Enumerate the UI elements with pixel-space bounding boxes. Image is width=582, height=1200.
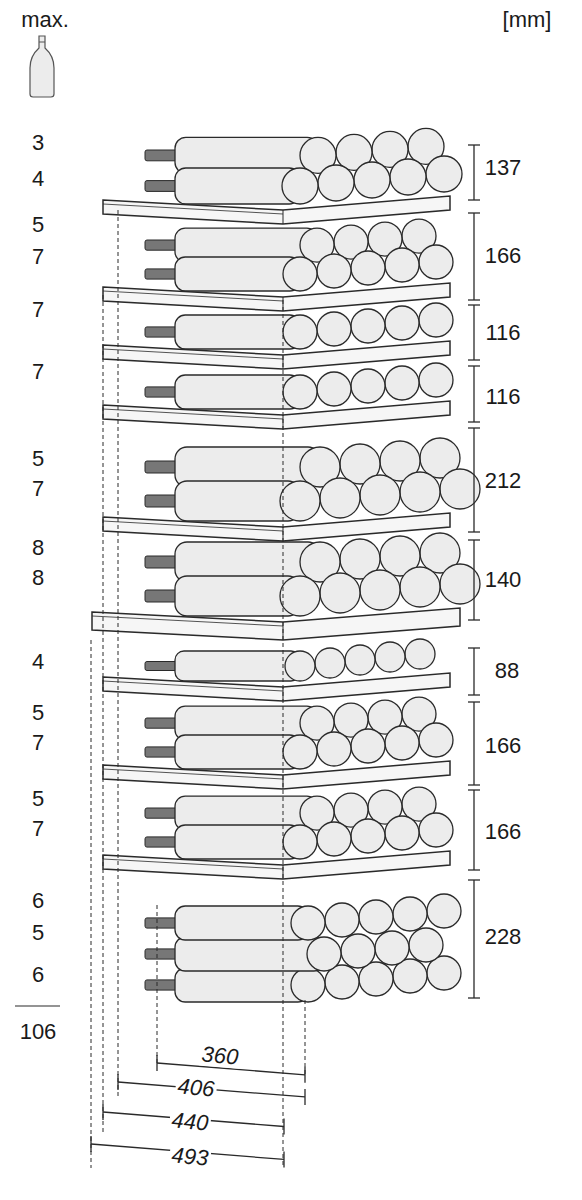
sum-rule <box>15 1005 60 1006</box>
height-brackets <box>468 145 480 998</box>
height-dimension: 166 <box>483 245 524 267</box>
unit: [mm] <box>501 9 554 31</box>
bottle-total: 106 <box>18 1021 59 1043</box>
bottle-count: 7 <box>30 361 46 383</box>
bottle-count: 8 <box>30 537 46 559</box>
height-dimension: 212 <box>483 470 524 492</box>
bottle-count: 5 <box>30 788 46 810</box>
heading: max. <box>19 9 71 31</box>
height-dimension: 116 <box>483 322 522 344</box>
bottle-count: 7 <box>30 818 46 840</box>
width-dimension: 440 <box>169 1109 211 1134</box>
bottle-count: 5 <box>30 702 46 724</box>
width-dimension: 493 <box>169 1144 211 1169</box>
bottle-count: 7 <box>30 299 46 321</box>
height-dimension: 88 <box>493 660 521 682</box>
bottle-count: 6 <box>30 964 46 986</box>
height-dimension: 116 <box>483 386 522 408</box>
height-dimension: 166 <box>483 821 524 843</box>
width-dimension: 360 <box>199 1043 241 1068</box>
bottle-count: 4 <box>30 168 46 190</box>
bottles-and-shelves <box>92 128 480 1002</box>
bottle-count: 8 <box>30 567 46 589</box>
bottle-count: 4 <box>30 651 46 673</box>
bottle-count: 5 <box>30 214 46 236</box>
height-dimension: 140 <box>483 569 524 591</box>
width-guides <box>91 210 305 1168</box>
bottle-count: 7 <box>30 478 46 500</box>
bottle-count: 6 <box>30 890 46 912</box>
height-dimension: 228 <box>483 926 524 948</box>
width-dimension: 406 <box>175 1075 217 1100</box>
bottle-count: 3 <box>30 132 46 154</box>
height-dimension: 137 <box>483 157 524 179</box>
height-dimension: 166 <box>483 735 524 757</box>
bottle-count: 7 <box>30 246 46 268</box>
bottle-count: 7 <box>30 732 46 754</box>
bottle-icon <box>30 36 54 97</box>
bottle-count: 5 <box>30 922 46 944</box>
bottle-count: 5 <box>30 448 46 470</box>
